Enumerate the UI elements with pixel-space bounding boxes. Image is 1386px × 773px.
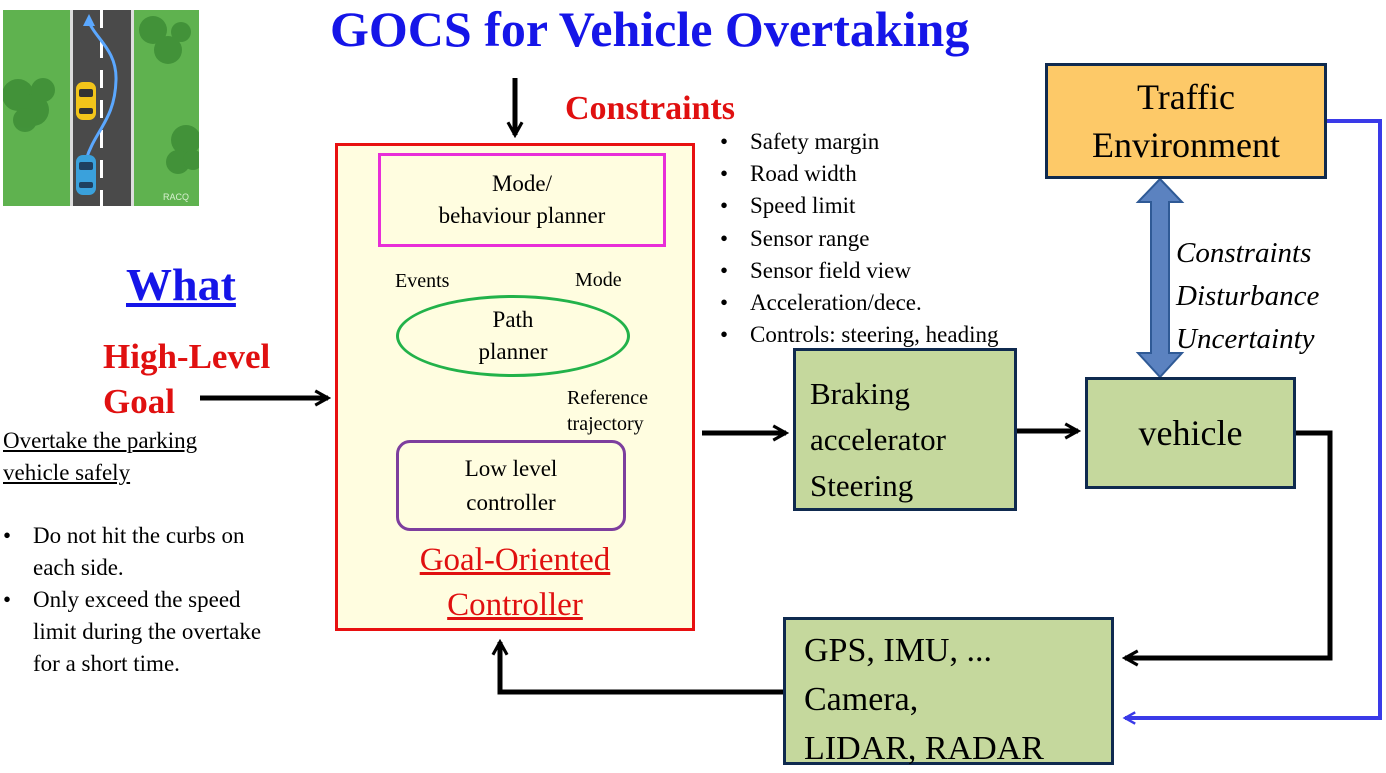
actuator-line: Steering <box>810 468 914 503</box>
mode-planner-line1: Mode/ <box>491 171 553 196</box>
goal-requirements-list: Do not hit the curbs on each side. Only … <box>3 520 261 680</box>
constraint-item: Acceleration/dece. <box>718 287 999 319</box>
low-level-controller-box: Low level controller <box>396 440 626 531</box>
environment-effect: Uncertainty <box>1176 323 1315 355</box>
overtaking-road-illustration: RACQ <box>3 10 199 206</box>
actuators-box: Braking accelerator Steering <box>793 348 1017 511</box>
constraints-heading: Constraints <box>565 90 736 127</box>
events-label: Events <box>395 270 450 292</box>
goal-requirement-item: Only exceed the speed limit during the o… <box>3 584 261 680</box>
environment-effect: Constraints <box>1176 237 1312 269</box>
mode-behaviour-planner-box: Mode/ behaviour planner <box>378 153 666 247</box>
actuator-line: accelerator <box>810 422 946 457</box>
goal-requirement-line: each side. <box>33 555 124 580</box>
sensors-to-controller-arrow <box>500 642 783 695</box>
sensor-line: GPS, IMU, ... <box>804 632 992 669</box>
road-image-watermark: RACQ <box>163 192 189 202</box>
goal-requirement-item: Do not hit the curbs on each side. <box>3 520 261 584</box>
traffic-line2: Environment <box>1092 125 1280 165</box>
what-heading: What <box>126 259 236 310</box>
low-level-line2: controller <box>466 489 556 515</box>
reference-trajectory-label: Reference trajectory <box>567 385 648 437</box>
constraint-item: Road width <box>718 158 999 190</box>
high-level-goal-heading: High-Level Goal <box>103 334 270 424</box>
goal-requirement-line: Do not hit the curbs on <box>33 523 245 548</box>
goal-description-line1: Overtake the parking <box>3 428 198 453</box>
goal-description-line2: vehicle safely <box>3 460 131 485</box>
high-level-goal-line1: High-Level <box>103 337 271 376</box>
traffic-line1: Traffic <box>1137 77 1235 117</box>
mode-planner-line2: behaviour planner <box>438 203 606 228</box>
constraint-item: Controls: steering, heading <box>718 319 999 351</box>
goal-requirement-line: for a short time. <box>33 651 180 676</box>
actuator-line: Braking <box>810 376 910 411</box>
constraint-item: Speed limit <box>718 190 999 222</box>
goal-oriented-controller-label: Goal-Oriented Controller <box>335 538 695 628</box>
page-title: GOCS for Vehicle Overtaking <box>330 1 970 57</box>
traffic-to-sensors-arrow <box>1125 119 1382 718</box>
path-planner-line2: planner <box>478 339 548 364</box>
traffic-environment-box: Traffic Environment <box>1045 63 1327 179</box>
sensors-box: GPS, IMU, ... Camera, LIDAR, RADAR <box>783 617 1114 767</box>
vehicle-box: vehicle <box>1085 377 1296 489</box>
reference-trajectory-line2: trajectory <box>567 413 644 435</box>
goc-label-line2: Controller <box>447 587 583 623</box>
constraints-list: Safety margin Road width Speed limit Sen… <box>718 126 999 352</box>
goal-description: Overtake the parking vehicle safely <box>3 425 197 489</box>
sensor-line: LIDAR, RADAR <box>804 730 1044 767</box>
goal-requirement-line: Only exceed the speed <box>33 587 241 612</box>
low-level-line1: Low level <box>464 455 558 481</box>
path-planner-line1: Path <box>492 307 534 332</box>
constraint-item: Sensor field view <box>718 255 999 287</box>
high-level-goal-line2: Goal <box>103 382 175 421</box>
vehicle-to-sensors-arrow <box>1125 430 1333 658</box>
constraint-item: Sensor range <box>718 223 999 255</box>
environment-effects: Constraints Disturbance Uncertainty <box>1176 232 1319 361</box>
mode-label: Mode <box>575 269 622 291</box>
reference-trajectory-line1: Reference <box>567 387 649 409</box>
environment-effect: Disturbance <box>1176 280 1320 312</box>
goc-label-line1: Goal-Oriented <box>419 542 611 578</box>
path-planner-ellipse: Path planner <box>396 295 630 377</box>
goal-requirement-line: limit during the overtake <box>33 619 262 644</box>
constraint-item: Safety margin <box>718 126 999 158</box>
sensor-line: Camera, <box>804 681 919 718</box>
vehicle-label: vehicle <box>1138 413 1243 453</box>
